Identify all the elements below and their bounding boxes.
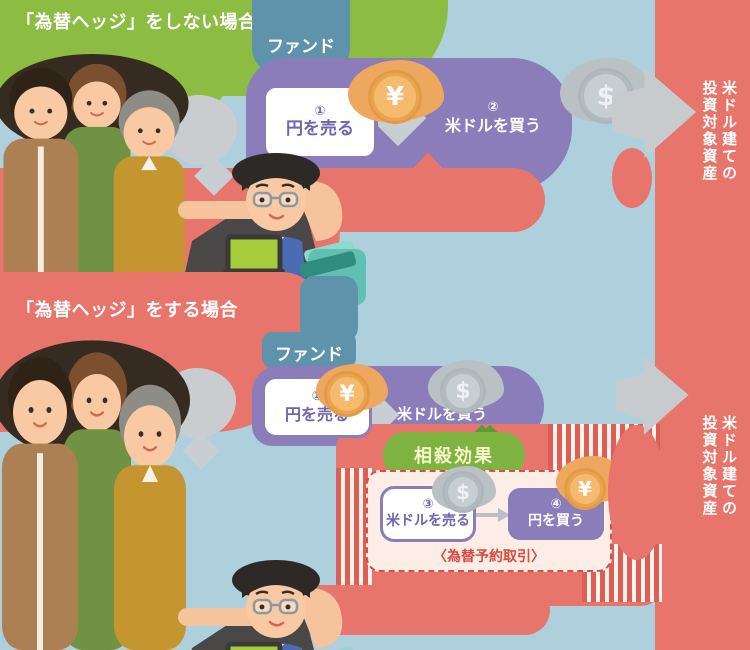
flow-arrow-icon <box>615 356 689 435</box>
step-number: ③ <box>422 497 434 513</box>
section-title-hedge: 「為替ヘッジ」をする場合 <box>16 300 238 321</box>
step-arrow-icon <box>476 508 510 522</box>
fund-manager-illustration-bottom <box>178 552 368 650</box>
step-box-sell-usd: ③ 米ドルを売る <box>380 486 476 542</box>
yen-coin-icon: ¥ <box>324 371 370 417</box>
step-label: 円を売る <box>286 119 354 140</box>
fund-band-bottom <box>262 332 356 368</box>
usd-asset-label-top: 米ドル建ての 投資対象資産 <box>700 80 739 182</box>
step-number: ④ <box>550 497 562 513</box>
usd-coin-icon: $ <box>442 471 484 513</box>
section-title-no-hedge: 「為替ヘッジ」をしない場合 <box>16 12 257 33</box>
usd-coin-icon: $ <box>440 368 486 414</box>
investors-illustration-bottom <box>0 339 190 650</box>
step-label: 米ドルを買う <box>444 115 541 135</box>
yen-coin-icon: ¥ <box>368 70 422 124</box>
yen-coin-icon: ¥ <box>564 468 606 510</box>
step-number: ② <box>487 100 499 116</box>
red-connector-blob <box>612 148 652 208</box>
fund-label-top: ファンド <box>267 37 335 57</box>
usd-asset-label-bottom: 米ドル建ての 投資対象資産 <box>700 415 739 517</box>
impact-banner-tip <box>412 152 444 170</box>
step-label: 円を買う <box>528 513 584 530</box>
step-buy-usd: ② 米ドルを買う <box>418 88 568 148</box>
step-number: ① <box>314 103 326 119</box>
fund-band-bottom-upper <box>300 276 358 342</box>
investors-illustration-top <box>0 52 190 308</box>
forward-contract-label: 〈為替予約取引〉 <box>433 549 545 565</box>
flow-arrow-icon <box>612 68 697 158</box>
red-connector-blob <box>608 425 666 560</box>
step-label: 米ドルを売る <box>386 513 470 530</box>
fund-label-bottom: ファンド <box>275 345 343 365</box>
